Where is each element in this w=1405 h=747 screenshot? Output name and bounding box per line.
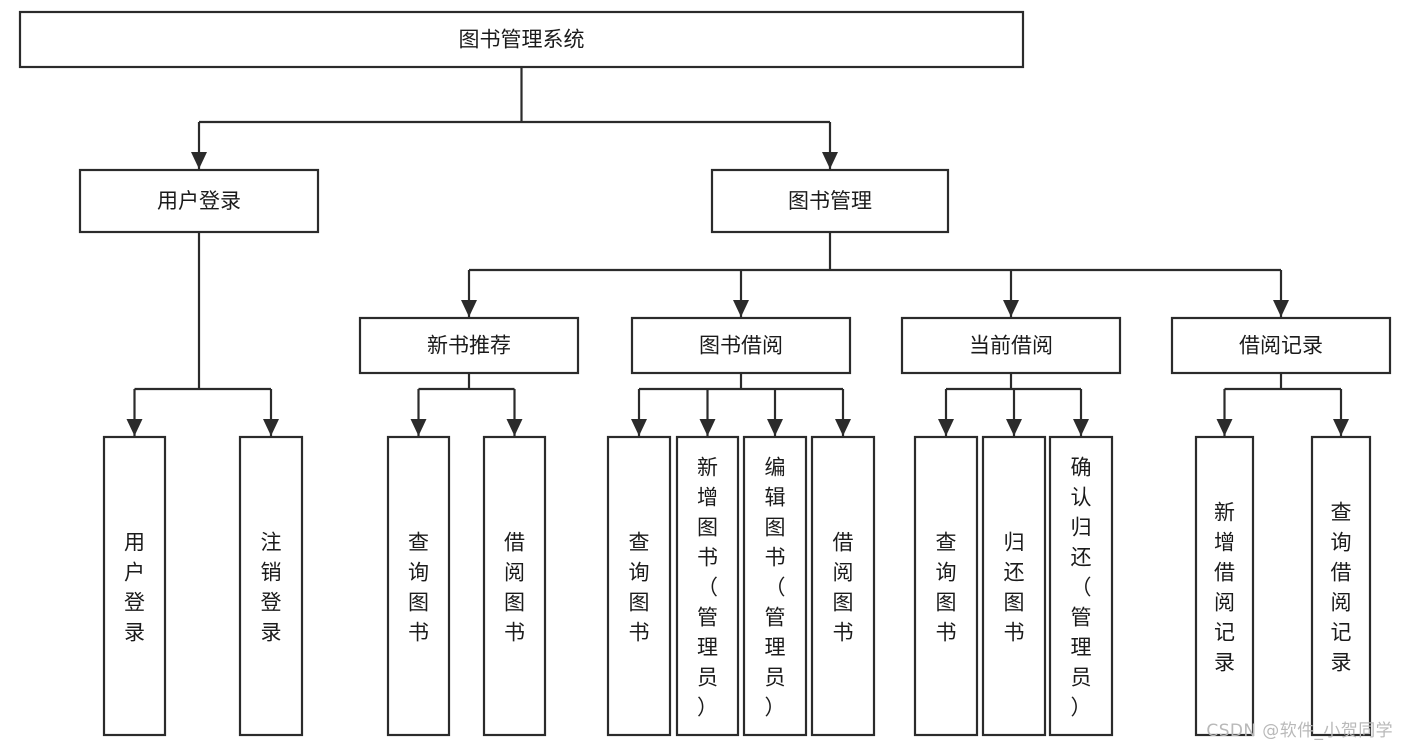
node-leaf-record-add[interactable]: 新增借阅记录 xyxy=(1194,435,1255,737)
arrow-head-icon xyxy=(1273,300,1289,317)
arrow-head-icon xyxy=(1003,300,1019,317)
node-leaf-record-query[interactable]: 查询借阅记录 xyxy=(1310,435,1372,737)
node-leaf-user-logout[interactable]: 注销登录 xyxy=(238,435,304,737)
node-new-book-rec[interactable]: 新书推荐 xyxy=(358,316,580,375)
node-box-leaf-current-query-book xyxy=(913,435,979,737)
node-label-leaf-user-logout: 注销登录 xyxy=(261,530,282,644)
node-label-leaf-rec-query-book: 查询图书 xyxy=(408,530,429,644)
node-box-root xyxy=(18,10,1025,69)
arrow-head-icon xyxy=(631,419,647,436)
node-box-current-borrow xyxy=(900,316,1122,375)
node-label-leaf-current-return-book: 归还图书 xyxy=(1004,530,1025,644)
node-label-leaf-record-add: 新增借阅记录 xyxy=(1214,500,1235,674)
arrow-head-icon xyxy=(263,419,279,436)
node-book-manage[interactable]: 图书管理 xyxy=(710,168,950,234)
node-label-book-manage: 图书管理 xyxy=(788,189,872,213)
node-book-borrow[interactable]: 图书借阅 xyxy=(630,316,852,375)
node-label-leaf-borrow-edit-book: 编辑图书（管理员） xyxy=(765,455,786,719)
node-box-leaf-rec-borrow-book xyxy=(482,435,547,737)
node-label-book-borrow: 图书借阅 xyxy=(699,334,783,358)
node-label-leaf-rec-borrow-book: 借阅图书 xyxy=(504,530,525,644)
node-label-borrow-record: 借阅记录 xyxy=(1239,334,1323,358)
node-label-leaf-borrow-add-book: 新增图书（管理员） xyxy=(697,455,718,719)
edge-group-root xyxy=(191,67,838,169)
node-box-leaf-borrow-query-book xyxy=(606,435,672,737)
node-label-leaf-borrow-query-book: 查询图书 xyxy=(629,530,650,644)
node-box-leaf-record-add xyxy=(1194,435,1255,737)
arrow-head-icon xyxy=(733,300,749,317)
node-label-current-borrow: 当前借阅 xyxy=(969,334,1053,358)
node-box-book-manage xyxy=(710,168,950,234)
node-box-leaf-record-query xyxy=(1310,435,1372,737)
node-leaf-current-query-book[interactable]: 查询图书 xyxy=(913,435,979,737)
edge-group-new-book-rec xyxy=(410,373,523,436)
edge-group-current-borrow xyxy=(938,373,1089,436)
node-box-leaf-rec-query-book xyxy=(386,435,451,737)
node-leaf-borrow-add-book[interactable]: 新增图书（管理员） xyxy=(675,435,740,737)
node-box-leaf-borrow-edit-book xyxy=(742,435,808,737)
node-leaf-rec-query-book[interactable]: 查询图书 xyxy=(386,435,451,737)
node-borrow-record[interactable]: 借阅记录 xyxy=(1170,316,1392,375)
node-leaf-user-login[interactable]: 用户登录 xyxy=(102,435,167,737)
node-label-leaf-current-query-book: 查询图书 xyxy=(936,530,957,644)
edge-group-book-manage xyxy=(461,232,1289,317)
arrow-head-icon xyxy=(1333,419,1349,436)
node-box-leaf-borrow-borrow-book xyxy=(810,435,876,737)
edge-group-user-login xyxy=(126,232,279,436)
node-label-root: 图书管理系统 xyxy=(459,28,585,52)
node-leaf-borrow-edit-book[interactable]: 编辑图书（管理员） xyxy=(742,435,808,737)
node-box-leaf-borrow-add-book xyxy=(675,435,740,737)
node-box-user-login xyxy=(78,168,320,234)
arrow-head-icon xyxy=(822,152,838,169)
node-label-leaf-record-query: 查询借阅记录 xyxy=(1331,500,1352,674)
arrow-head-icon xyxy=(126,419,143,436)
watermark-label: CSDN @软件_小贺同学 xyxy=(1206,721,1393,741)
arrow-head-icon xyxy=(1006,419,1022,436)
arrow-head-icon xyxy=(410,419,427,436)
arrow-head-icon xyxy=(461,300,477,317)
node-leaf-current-return-book[interactable]: 归还图书 xyxy=(981,435,1047,737)
node-label-new-book-rec: 新书推荐 xyxy=(427,334,511,358)
node-label-leaf-current-confirm-return: 确认归还（管理员） xyxy=(1071,455,1092,719)
edge-group-book-borrow xyxy=(631,373,851,436)
arrow-head-icon xyxy=(767,419,783,436)
node-leaf-current-confirm-return[interactable]: 确认归还（管理员） xyxy=(1048,435,1114,737)
arrow-head-icon xyxy=(506,419,523,436)
node-user-login[interactable]: 用户登录 xyxy=(78,168,320,234)
node-layer: 图书管理系统用户登录图书管理新书推荐图书借阅当前借阅借阅记录用户登录注销登录查询… xyxy=(18,10,1392,737)
connector-layer xyxy=(126,67,1349,436)
arrow-head-icon xyxy=(938,419,954,436)
node-box-borrow-record xyxy=(1170,316,1392,375)
node-box-book-borrow xyxy=(630,316,852,375)
node-label-leaf-borrow-borrow-book: 借阅图书 xyxy=(833,530,854,644)
node-label-user-login: 用户登录 xyxy=(157,189,241,213)
arrow-head-icon xyxy=(835,419,851,436)
node-root[interactable]: 图书管理系统 xyxy=(18,10,1025,69)
node-leaf-rec-borrow-book[interactable]: 借阅图书 xyxy=(482,435,547,737)
node-current-borrow[interactable]: 当前借阅 xyxy=(900,316,1122,375)
node-leaf-borrow-borrow-book[interactable]: 借阅图书 xyxy=(810,435,876,737)
node-box-leaf-current-return-book xyxy=(981,435,1047,737)
arrow-head-icon xyxy=(191,152,207,169)
node-box-leaf-current-confirm-return xyxy=(1048,435,1114,737)
arrow-head-icon xyxy=(699,419,716,436)
node-box-leaf-user-login xyxy=(102,435,167,737)
edge-group-borrow-record xyxy=(1216,373,1349,436)
arrow-head-icon xyxy=(1216,419,1233,436)
node-box-new-book-rec xyxy=(358,316,580,375)
node-label-leaf-user-login: 用户登录 xyxy=(124,530,145,644)
node-box-leaf-user-logout xyxy=(238,435,304,737)
node-leaf-borrow-query-book[interactable]: 查询图书 xyxy=(606,435,672,737)
arrow-head-icon xyxy=(1073,419,1089,436)
